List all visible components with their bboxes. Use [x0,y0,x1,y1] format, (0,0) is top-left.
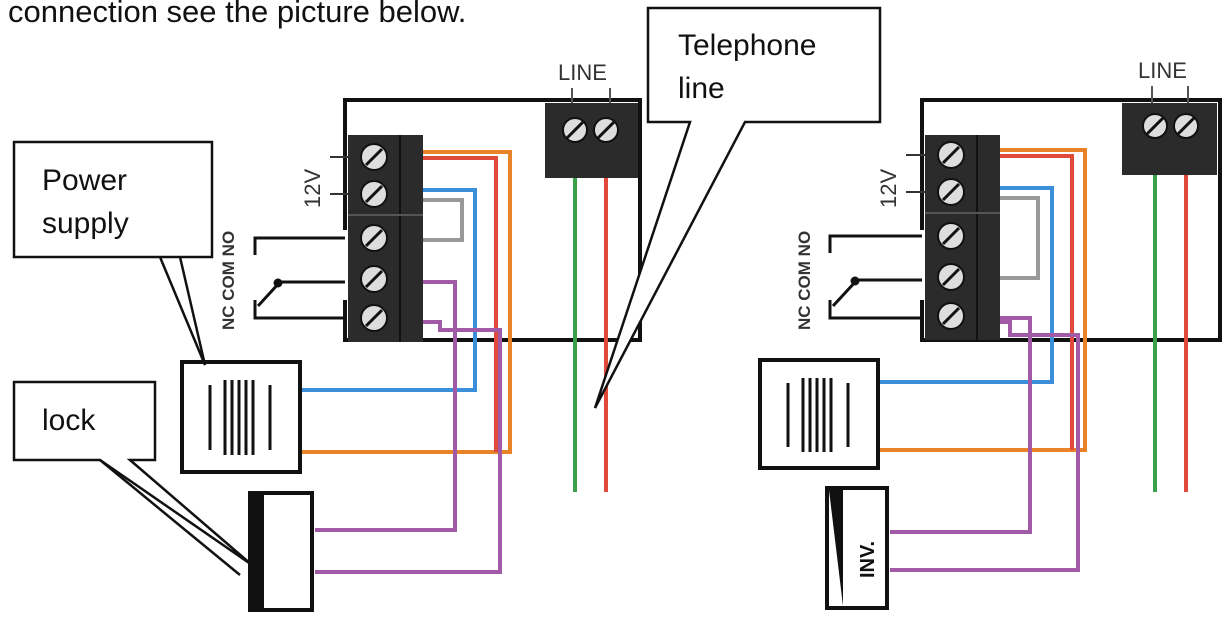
right-blue-wire [880,186,1054,384]
lock-callout: lock [12,380,253,576]
left-orange-wire [300,150,512,454]
right-line-label: LINE [1138,58,1187,83]
left-purple-wire-2 [315,320,502,574]
left-line-label: LINE [558,60,607,85]
right-diagram: LINE 12V [758,58,1222,610]
telephone-line-callout-text-2: line [678,72,725,105]
left-wires [300,150,512,574]
left-board-outline [343,98,642,342]
right-board-outline [920,98,1222,342]
right-purple-wire-2 [890,320,1080,572]
left-line-screw-1 [562,117,588,143]
right-line-terminal-block [1122,103,1217,175]
right-terminal-screws [937,141,965,330]
instruction-heading: connection see the picture below. [8,0,467,29]
right-relay-symbol [828,234,922,320]
left-line-screw-2 [593,117,619,143]
power-supply-callout-text-1: Power [42,164,127,197]
power-supply-callout: Power supply [12,140,214,366]
left-12v-label: 12V [300,169,325,208]
left-transformer-icon [208,380,272,455]
left-purple-wire-1 [315,280,457,532]
left-line-terminal-block [545,103,638,178]
power-supply-callout-text-2: supply [42,207,129,240]
left-power-supply-transformer [180,360,302,474]
left-blue-wire [300,188,477,392]
telephone-line-callout-text-1: Telephone [678,29,816,62]
right-line-screw-1 [1142,113,1168,139]
right-orange-wire [880,148,1087,452]
right-12v-label: 12V [876,169,901,208]
right-transformer-icon [786,378,850,452]
right-wires [880,148,1087,572]
right-relay-label: NC COM NO [795,231,814,330]
right-line-screw-2 [1173,113,1199,139]
left-relay-symbol [253,236,345,320]
telephone-line-callout: Telephone line [593,6,882,409]
left-relay-label: NC COM NO [219,231,238,330]
lock-callout-text: lock [42,404,96,437]
right-lock-inv-label: INV. [857,541,879,578]
right-purple-wire-1 [890,316,1032,534]
right-power-supply-transformer [758,358,880,470]
left-terminal-screws [360,143,388,332]
left-diagram: LINE [12,6,882,612]
